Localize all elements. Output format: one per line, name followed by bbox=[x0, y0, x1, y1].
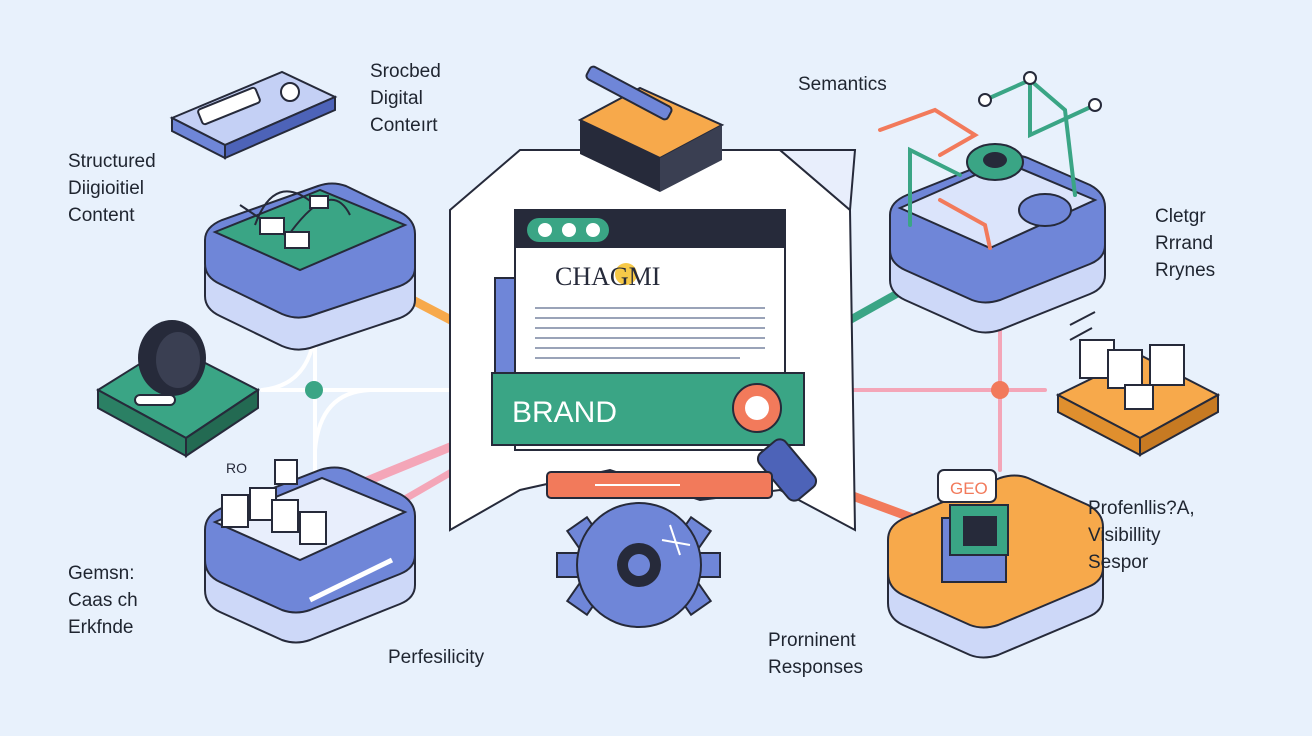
label-bottom-center-left: Perfesilicity bbox=[388, 647, 485, 668]
label-top-left: Structured Diigioitiel Content bbox=[68, 151, 156, 226]
label-bottom-center-right: Prorninent Responses bbox=[768, 630, 864, 678]
window-dot bbox=[538, 223, 552, 237]
magnifier-icon bbox=[732, 383, 818, 502]
label-bottom-left: Gemsn: Caas ch Erkfnde bbox=[68, 563, 138, 638]
connector-lines bbox=[260, 278, 1047, 532]
window-dot bbox=[562, 223, 576, 237]
device-icon bbox=[169, 70, 338, 160]
geo-tag: GEO bbox=[950, 479, 988, 498]
text-lines bbox=[535, 307, 765, 359]
geo-platform: GEO bbox=[887, 469, 1104, 659]
ro-tag: RO bbox=[226, 460, 247, 476]
label-right-upper: Cletgr Rrrand Rrynes bbox=[1155, 206, 1216, 281]
semantics-platform bbox=[878, 71, 1106, 334]
label-top-center-left: Srocbed Digital Conteırt bbox=[370, 61, 441, 136]
cache-platform bbox=[204, 459, 416, 644]
helmet-device bbox=[96, 320, 260, 458]
brand-label: BRAND bbox=[512, 396, 617, 429]
screen-title: CHAGMI bbox=[555, 262, 660, 291]
window-dot bbox=[586, 223, 600, 237]
connector-right-coral bbox=[845, 490, 923, 525]
gear-icon bbox=[556, 502, 721, 628]
boxes-cluster bbox=[1055, 311, 1221, 457]
tool-block bbox=[577, 65, 725, 192]
structured-content-platform bbox=[204, 182, 416, 351]
label-top-right: Semantics bbox=[798, 74, 887, 95]
label-right-lower: Profenllis?A, Visibillity Sespor bbox=[1088, 498, 1195, 573]
connector-right-green bbox=[846, 288, 904, 324]
